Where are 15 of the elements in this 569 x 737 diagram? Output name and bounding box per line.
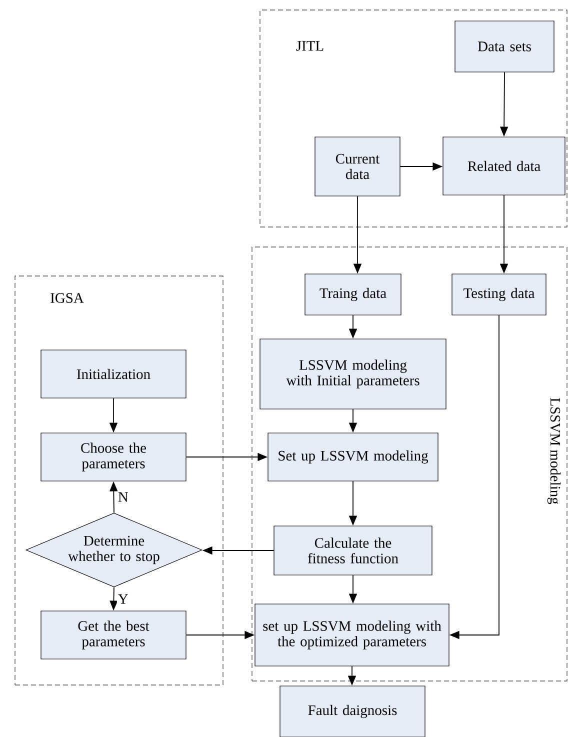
process-box: set up LSSVM modeling with the optimized parameters [254,604,450,666]
process-box: Calculate the fitness function [274,526,432,576]
process-box: Get the best parameters [40,610,186,660]
process-box: Testing data [452,274,546,316]
process-box: Fault daignosis [280,686,426,737]
edge-label: N [116,491,130,503]
process-box: Set up LSSVM modeling [268,432,438,482]
process-box: LSSVM modeling with Initial parameters [260,338,446,410]
process-box: Choose the parameters [40,432,186,482]
process-box: Related data [442,136,566,196]
process-box: Traing data [304,274,402,316]
process-box: Initialization [40,350,186,398]
process-box: Current data [314,136,400,196]
edge-label: Y [116,593,130,605]
process-box: Data sets [454,20,554,72]
